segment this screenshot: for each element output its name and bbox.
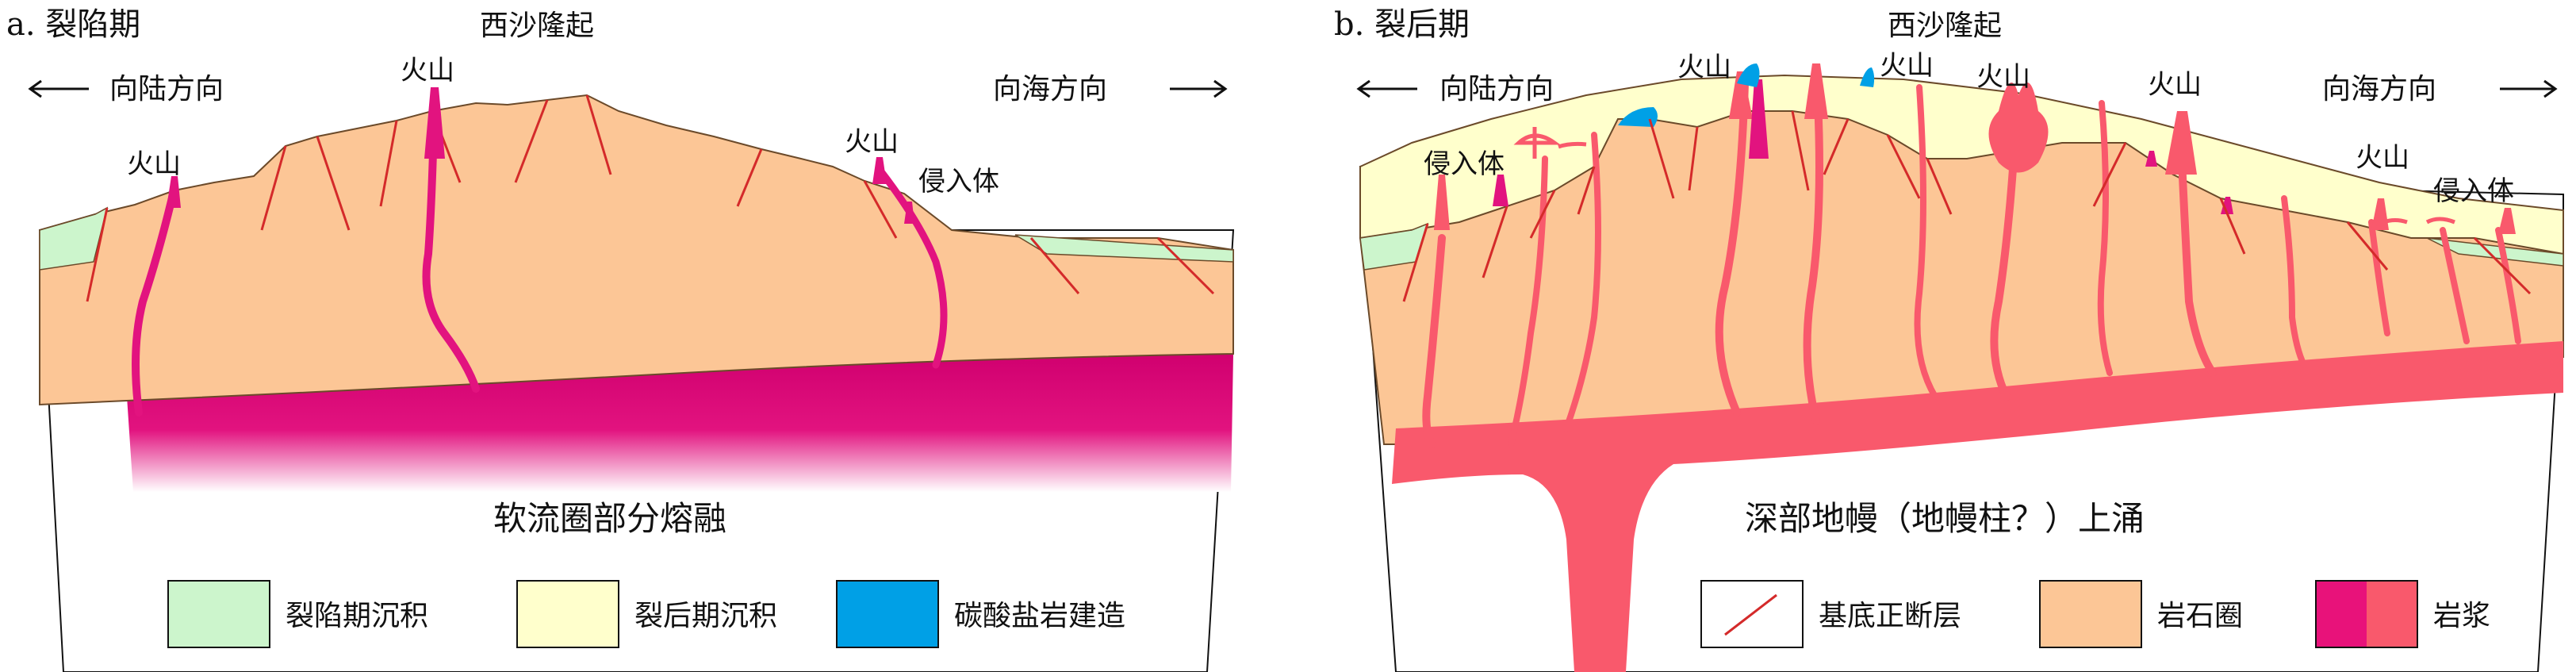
legend-swatch-magma-border bbox=[2315, 580, 2418, 648]
panel-b-faults bbox=[1402, 110, 2532, 302]
panel-a-volcano-center bbox=[424, 87, 445, 159]
panel-b-bottom-label: 深部地幔（地幔柱？）上涌 bbox=[1745, 499, 2145, 538]
legend-label-magma: 岩浆 bbox=[2433, 600, 2490, 632]
legend-fault-icon bbox=[1724, 593, 1777, 636]
panel-a-intrusion-label: 侵入体 bbox=[918, 166, 999, 198]
legend-swatch-postrift bbox=[516, 580, 619, 648]
panel-b-old-volcano-2 bbox=[1749, 79, 1769, 159]
panel-a-synrift-right bbox=[1014, 234, 1234, 263]
legend-swatch-synrift bbox=[167, 580, 270, 648]
legend-label-postrift: 裂后期沉积 bbox=[634, 600, 777, 632]
panel-a-volcano-left bbox=[167, 176, 181, 208]
panel-a-arrows bbox=[28, 79, 1228, 98]
panel-a-volcano-right bbox=[872, 157, 887, 184]
panel-b-volcano-label-2: 火山 bbox=[1880, 50, 1934, 82]
panel-a-seaward-label: 向海方向 bbox=[993, 73, 1107, 106]
panel-b-volcano-label-5: 火山 bbox=[2356, 142, 2409, 174]
legend-label-carbonate: 碳酸盐岩建造 bbox=[954, 600, 1125, 632]
panel-b-old-volcano-1 bbox=[1493, 175, 1508, 206]
legend-swatch-lithosphere bbox=[2039, 580, 2142, 648]
panel-b-volcano-label-1: 火山 bbox=[1677, 52, 1731, 83]
panel-b-sills bbox=[1513, 127, 2455, 225]
panel-a-uplift-label: 西沙隆起 bbox=[480, 10, 594, 42]
panel-b-arrows bbox=[1356, 79, 2558, 98]
legend-swatch-magma-a bbox=[2316, 581, 2367, 647]
panel-b-title: b. 裂后期 bbox=[1334, 6, 1470, 43]
panel-b-seaward-label: 向海方向 bbox=[2322, 73, 2436, 106]
panel-b-volcano-label-4: 火山 bbox=[2148, 69, 2202, 101]
panel-b-old-volcano-3 bbox=[2145, 151, 2157, 167]
panel-a-bottom-label: 软流圈部分熔融 bbox=[493, 499, 726, 538]
panel-b-carbonate-1 bbox=[1618, 107, 1658, 127]
panel-b: b. 裂后期 bbox=[1334, 6, 2564, 672]
legend-label-fault: 基底正断层 bbox=[1819, 600, 1961, 632]
panel-b-uplift-label: 西沙隆起 bbox=[1888, 10, 2002, 42]
panel-a-magma-conduits bbox=[132, 90, 948, 417]
panel-b-volcano-label-3: 火山 bbox=[1976, 61, 2030, 93]
panel-b-carbonate-2 bbox=[1737, 63, 1760, 87]
panel-b-intrusion-label-1: 侵入体 bbox=[1424, 148, 1505, 180]
panel-b-magma-veins bbox=[1422, 67, 2521, 448]
panel-b-mantle-plume bbox=[1392, 341, 2563, 672]
panel-b-carbonate-3 bbox=[1860, 67, 1875, 87]
panel-b-volcano-1 bbox=[1434, 175, 1450, 230]
panel-b-volcano-4 bbox=[1988, 83, 2049, 173]
panel-a-legend: 裂陷期沉积 裂后期沉积 碳酸盐岩建造 bbox=[167, 580, 1125, 648]
panel-b-old-volcano-4 bbox=[2221, 197, 2233, 214]
legend-label-lithosphere: 岩石圈 bbox=[2157, 600, 2243, 632]
panel-b-legend: 基底正断层 岩石圈 岩浆 bbox=[1700, 580, 2490, 648]
panel-a-volcano-label-1: 火山 bbox=[401, 55, 454, 86]
panel-a-intrusion bbox=[904, 202, 914, 224]
panel-b-volcano-3 bbox=[1804, 63, 1828, 119]
panel-a-title: a. 裂陷期 bbox=[6, 6, 140, 43]
panel-a-lithosphere bbox=[39, 94, 1234, 406]
panel-a: a. 裂陷期 bbox=[6, 6, 1235, 672]
legend-swatch-magma-b bbox=[2367, 581, 2417, 647]
legend-swatch-carbonate bbox=[836, 580, 939, 648]
panel-a-landward-label: 向陆方向 bbox=[109, 73, 224, 106]
panel-b-volcano-7 bbox=[2498, 208, 2516, 234]
legend-label-synrift: 裂陷期沉积 bbox=[286, 600, 428, 632]
panel-b-volcano-5 bbox=[2165, 111, 2197, 175]
panel-a-volcano-label-3: 火山 bbox=[845, 126, 899, 158]
panel-b-landward-label: 向陆方向 bbox=[1439, 73, 1554, 106]
panel-a-volcano-label-2: 火山 bbox=[127, 148, 181, 180]
panel-b-intrusion-label-2: 侵入体 bbox=[2433, 175, 2514, 207]
panel-b-volcano-2 bbox=[1729, 71, 1753, 119]
